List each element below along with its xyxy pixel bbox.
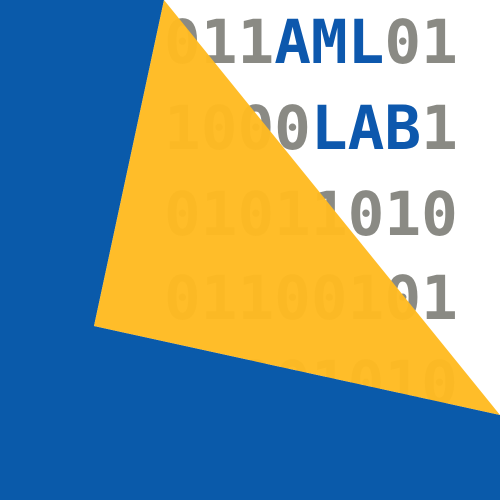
binary-row-1-aml: AML	[274, 7, 385, 78]
binary-row-2-lab: LAB	[310, 93, 422, 164]
yellow-page-curl	[94, 0, 500, 415]
binary-row-1: 011AML01	[164, 8, 500, 78]
binary-row-2-suffix: 1	[421, 93, 458, 164]
binary-row-1-suffix: 01	[384, 7, 458, 78]
